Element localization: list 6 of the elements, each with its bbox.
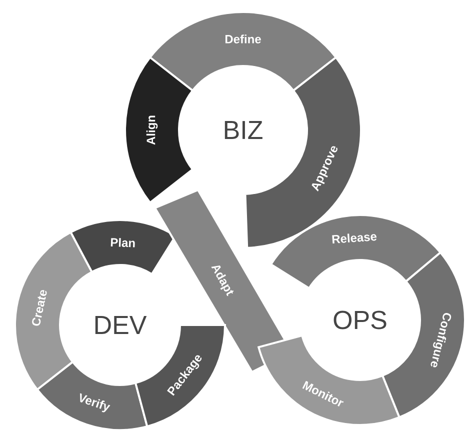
ring-segment: Release <box>270 214 442 290</box>
ring-segment: Define <box>149 11 337 92</box>
ring-segment: Create <box>14 231 93 391</box>
ring-segment: Plan <box>70 219 177 276</box>
ring-segment: Verify <box>36 360 148 431</box>
ring-segment: Align <box>124 56 194 204</box>
